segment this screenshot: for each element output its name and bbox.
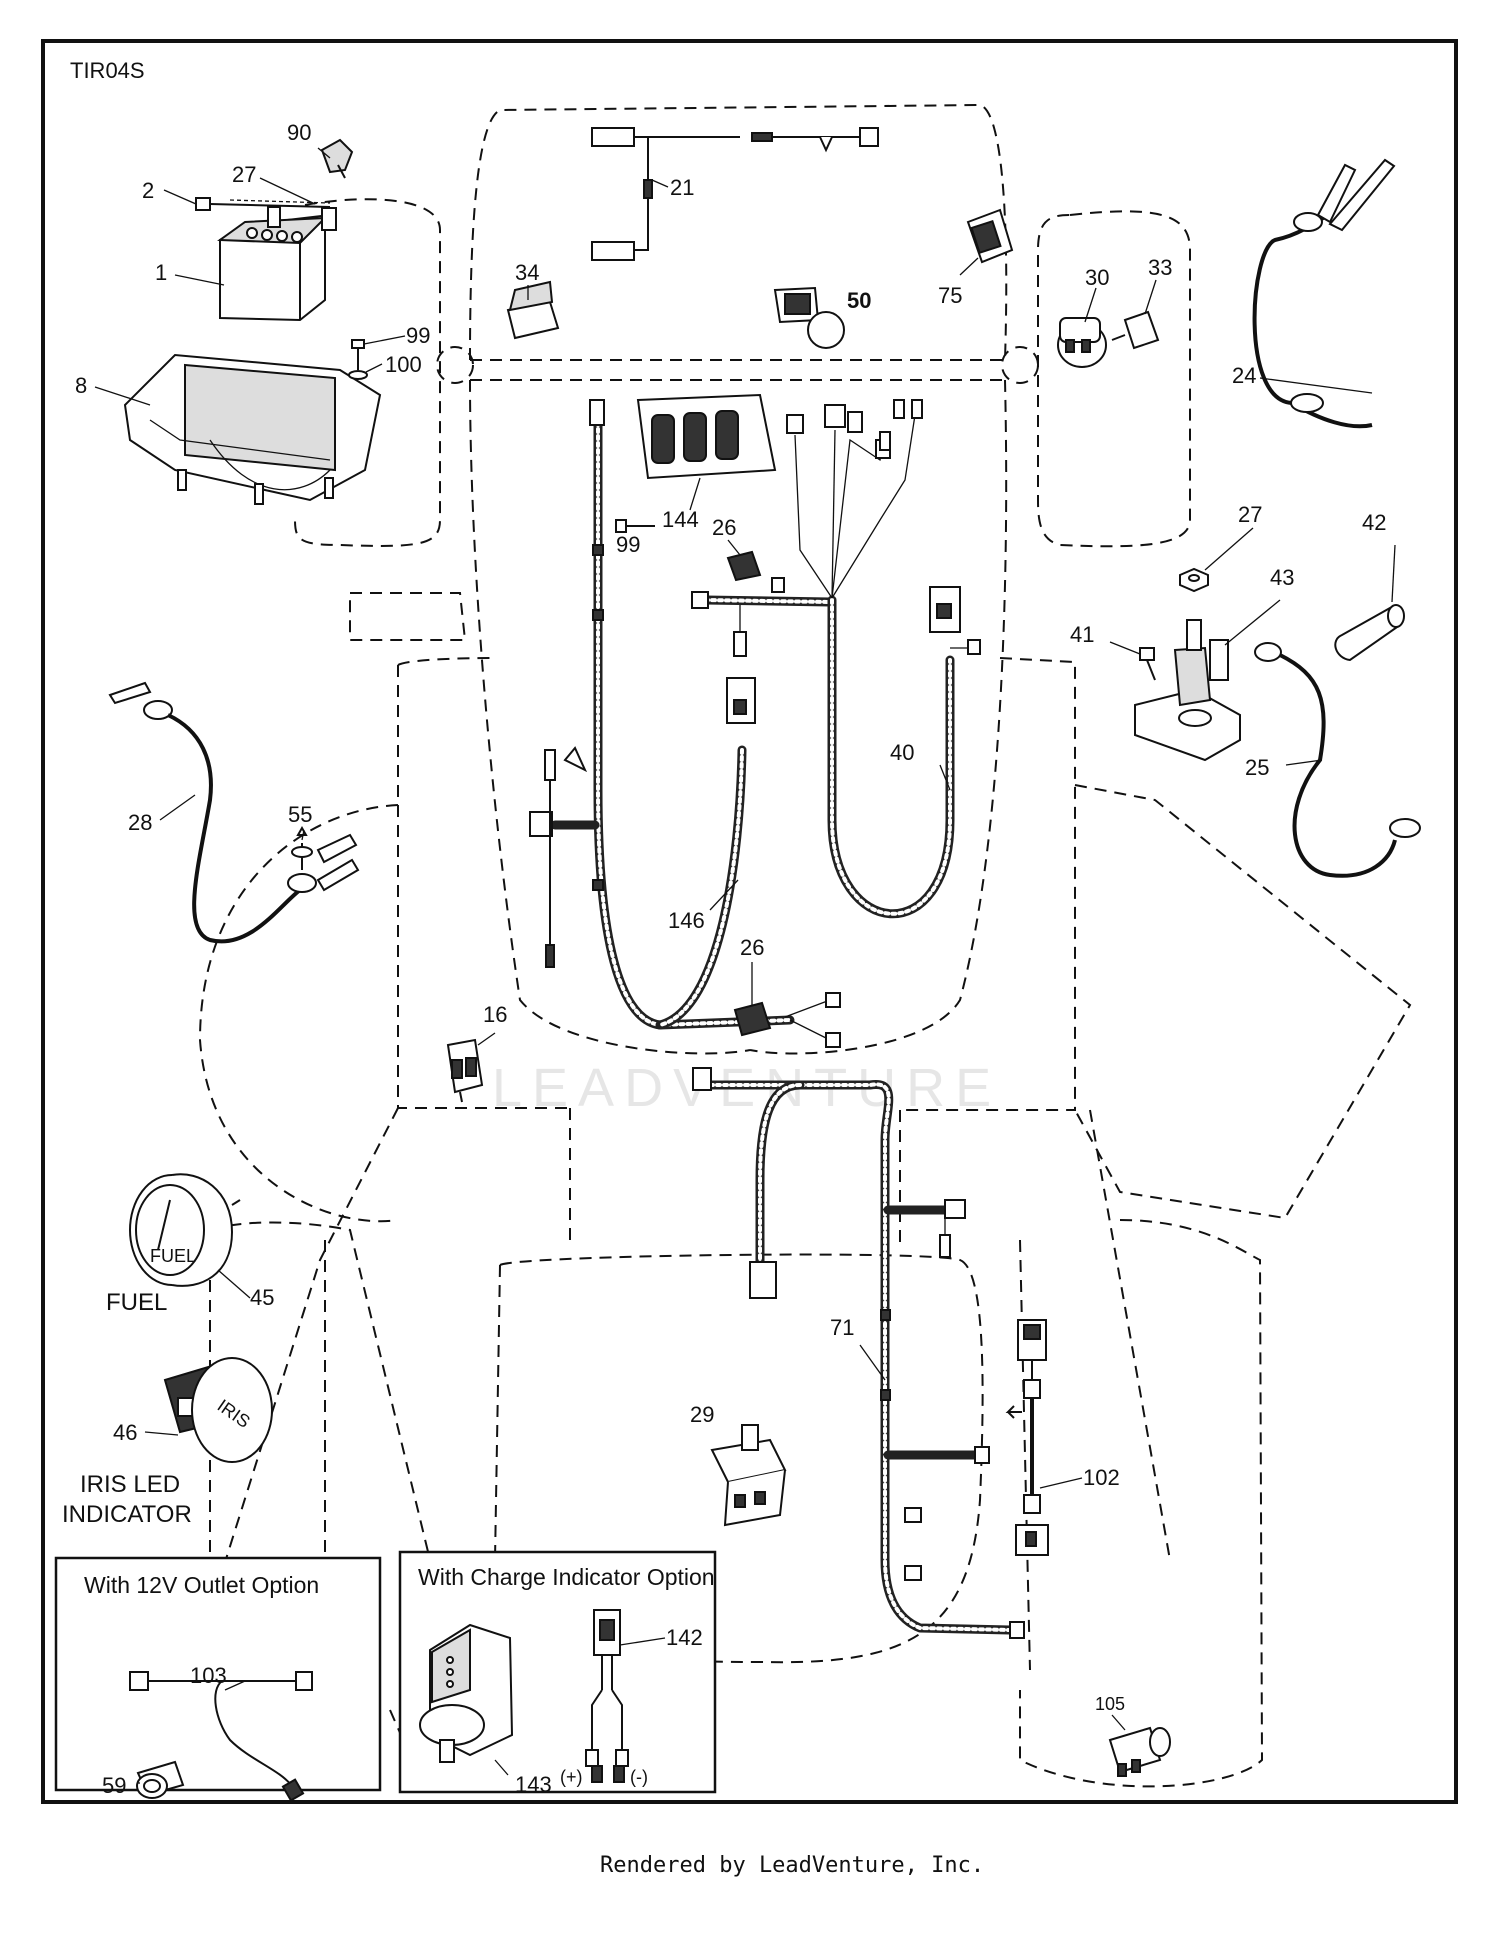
outlet-harness-103 xyxy=(129,1671,313,1802)
callout-28: 28 xyxy=(128,810,152,835)
charge-harness-142 xyxy=(585,1609,629,1783)
callout-25: 25 xyxy=(1245,755,1269,780)
footer-credit: Rendered by LeadVenture, Inc. xyxy=(600,1853,984,1878)
callout-40: 40 xyxy=(890,740,914,765)
callout-24: 24 xyxy=(1232,363,1256,388)
callout-2: 2 xyxy=(142,178,154,203)
battery-tray xyxy=(123,353,382,505)
bolt-41 xyxy=(1139,647,1156,681)
plus-terminal-label: (+) xyxy=(560,1767,583,1787)
callout-46: 46 xyxy=(113,1420,137,1445)
control-module-144 xyxy=(636,393,777,480)
battery-boot-90 xyxy=(320,138,354,179)
fuse-55 xyxy=(291,825,358,870)
battery xyxy=(217,206,337,322)
callout-144: 144 xyxy=(662,507,699,532)
callout-29: 29 xyxy=(690,1402,714,1427)
callout-27-right: 27 xyxy=(1238,502,1262,527)
callout-33: 33 xyxy=(1148,255,1172,280)
ignition-key-33 xyxy=(1111,310,1160,350)
callout-26-bottom: 26 xyxy=(740,935,764,960)
callout-8: 8 xyxy=(75,373,87,398)
callout-99-tray: 99 xyxy=(406,323,430,348)
outlet-59 xyxy=(136,1760,185,1799)
tray-bolt-99 xyxy=(348,339,368,380)
harness-71 xyxy=(692,1067,1025,1639)
battery-cable-24 xyxy=(1252,158,1396,429)
fuel-face-label: FUEL xyxy=(150,1246,196,1266)
harness-40 xyxy=(691,399,981,919)
diagram-code: TIR04S xyxy=(70,58,145,83)
diagram-frame xyxy=(41,39,1458,1804)
callout-146: 146 xyxy=(668,908,705,933)
ignition-switch-30 xyxy=(1057,317,1107,368)
fuel-gauge-45: FUEL xyxy=(129,1173,241,1287)
callout-26-top: 26 xyxy=(712,515,736,540)
switch-50 xyxy=(773,286,845,349)
inset-12v-title: With 12V Outlet Option xyxy=(84,1572,319,1598)
callout-103: 103 xyxy=(190,1663,227,1688)
module-bolt-99 xyxy=(615,519,655,533)
relay-26-top xyxy=(726,550,785,593)
charge-indicator-143 xyxy=(419,1623,514,1763)
switch-29 xyxy=(710,1424,787,1527)
callout-30: 30 xyxy=(1085,265,1109,290)
battery-cable-25 xyxy=(1254,642,1421,878)
harness-102 xyxy=(1005,1319,1049,1556)
solenoid-105 xyxy=(1108,1726,1171,1777)
tractor-outline xyxy=(198,103,1412,1788)
callout-43: 43 xyxy=(1270,565,1294,590)
callout-55: 55 xyxy=(288,802,312,827)
switch-16 xyxy=(446,1038,484,1103)
jump-cable-28 xyxy=(108,681,360,944)
inset-12v-outlet xyxy=(54,1556,382,1792)
callout-105: 105 xyxy=(1095,1694,1125,1714)
callout-75: 75 xyxy=(938,283,962,308)
callout-100: 100 xyxy=(385,352,422,377)
callout-102: 102 xyxy=(1083,1465,1120,1490)
main-harness-146 xyxy=(529,399,795,1030)
fuel-caption: FUEL xyxy=(106,1289,167,1316)
callout-27-top: 27 xyxy=(232,162,256,187)
iris-indicator-46: IRIS xyxy=(163,1357,273,1463)
callout-45: 45 xyxy=(250,1285,274,1310)
callout-142: 142 xyxy=(666,1625,703,1650)
iris-caption-line1: IRIS LED xyxy=(80,1471,180,1498)
callout-1: 1 xyxy=(155,260,167,285)
inset-charge-title: With Charge Indicator Option xyxy=(418,1564,715,1590)
switch-75 xyxy=(966,208,1014,264)
callout-42: 42 xyxy=(1362,510,1386,535)
relay-26-bottom xyxy=(733,992,841,1048)
leader-lines xyxy=(94,147,1396,1784)
callout-50: 50 xyxy=(847,288,871,313)
callout-90: 90 xyxy=(287,120,311,145)
callout-71: 71 xyxy=(830,1315,854,1340)
iris-caption-line2: INDICATOR xyxy=(62,1501,192,1528)
callout-143: 143 xyxy=(515,1772,552,1797)
callouts: 90 2 27 1 99 100 8 21 34 50 75 30 33 24 … xyxy=(75,120,1386,1798)
minus-terminal-label: (-) xyxy=(630,1767,648,1787)
callout-16: 16 xyxy=(483,1002,507,1027)
callout-34: 34 xyxy=(515,260,539,285)
boot-42 xyxy=(1334,604,1405,662)
dash-harness-21 xyxy=(591,127,879,261)
callout-21: 21 xyxy=(670,175,694,200)
callout-59: 59 xyxy=(102,1773,126,1798)
nut-27 xyxy=(1179,567,1209,593)
switch-34 xyxy=(506,280,560,340)
callout-41: 41 xyxy=(1070,622,1094,647)
starter-solenoid-43 xyxy=(1134,619,1241,762)
callout-99-module: 99 xyxy=(616,532,640,557)
